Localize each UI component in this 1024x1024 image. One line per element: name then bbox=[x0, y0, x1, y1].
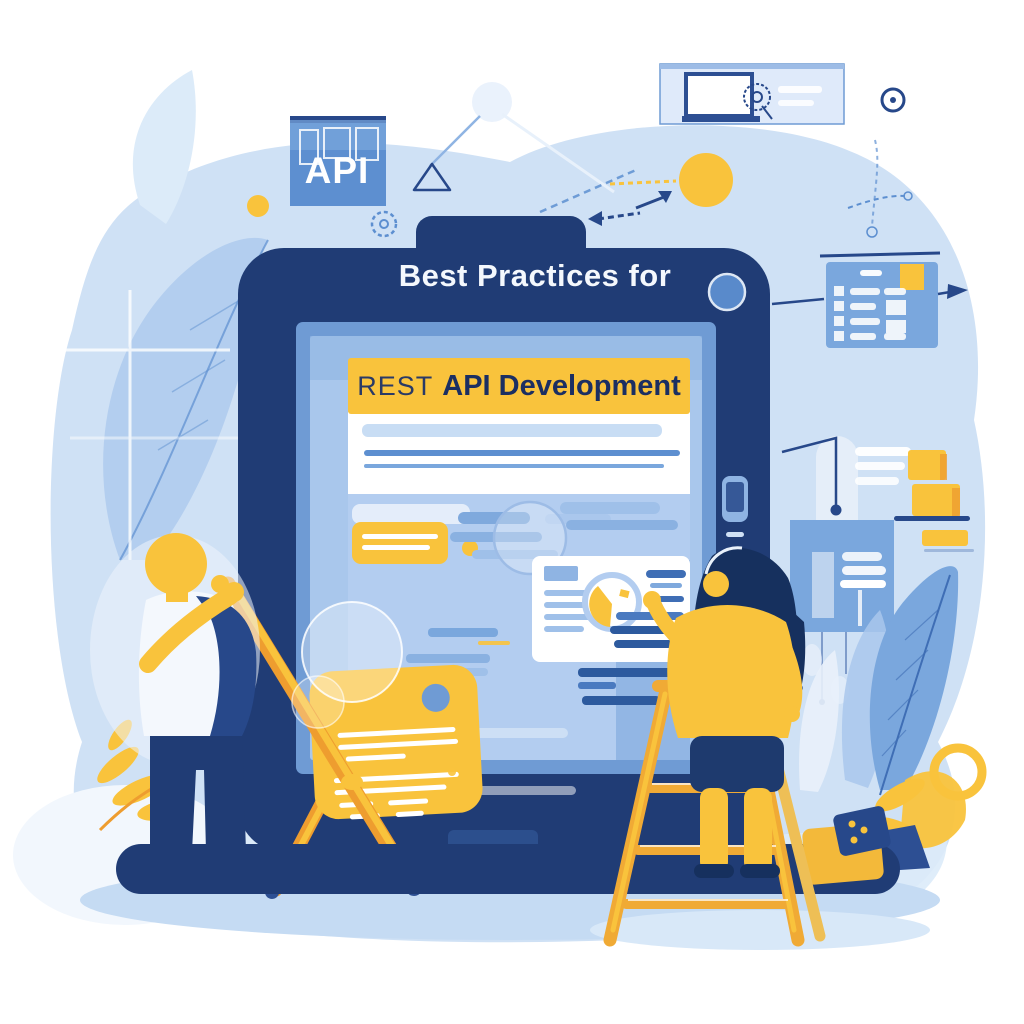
arrow-right-icon bbox=[771, 284, 968, 306]
article-panel bbox=[348, 412, 690, 494]
chat-bubble-icon bbox=[352, 522, 478, 564]
yellow-dot bbox=[247, 195, 269, 217]
list-bars-right bbox=[855, 447, 911, 485]
gear-icon bbox=[743, 83, 771, 111]
banner-title-label: API Development bbox=[442, 369, 681, 402]
target-icon bbox=[880, 87, 906, 113]
feather-left bbox=[103, 70, 269, 561]
flow-doodles-top bbox=[370, 82, 677, 238]
banner: REST API Development bbox=[348, 358, 690, 414]
woman-figure bbox=[643, 546, 806, 878]
doodles-top-right bbox=[847, 87, 913, 238]
tablet-heading: Best Practices for bbox=[398, 258, 672, 293]
screen-content bbox=[348, 494, 690, 760]
frame-lines bbox=[65, 290, 238, 560]
man-figure bbox=[90, 533, 260, 858]
camera-icon bbox=[707, 272, 747, 312]
report-card bbox=[532, 556, 690, 662]
api-badge-label: API bbox=[304, 150, 370, 191]
side-button bbox=[722, 476, 748, 537]
lens-bubble-small bbox=[291, 675, 345, 729]
chart-board bbox=[790, 520, 894, 705]
yellow-circle bbox=[679, 153, 733, 207]
books-stack bbox=[802, 806, 891, 885]
browser-window bbox=[659, 63, 845, 125]
banner-rest-label: REST bbox=[357, 370, 434, 401]
step-blocks bbox=[894, 450, 974, 552]
feather-right bbox=[799, 566, 959, 796]
calendar-panel bbox=[771, 251, 968, 348]
api-box bbox=[290, 116, 386, 206]
small-accents bbox=[341, 768, 456, 790]
